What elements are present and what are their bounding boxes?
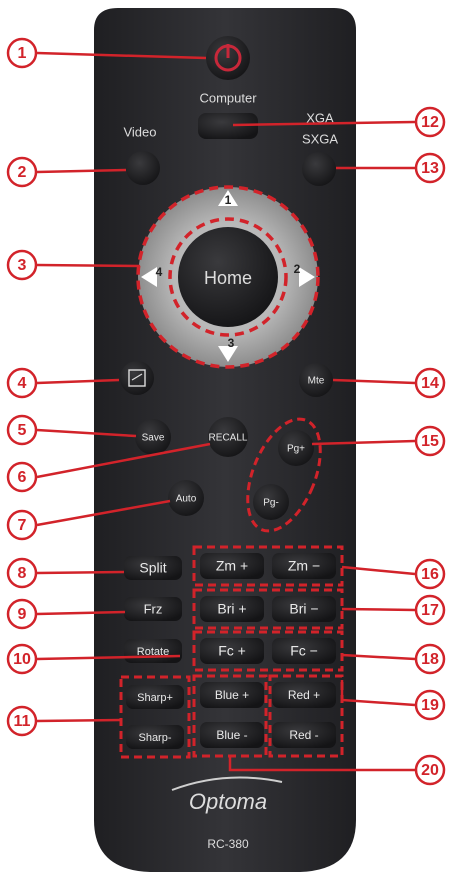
callout-1: 1 <box>8 39 36 67</box>
svg-text:3: 3 <box>18 257 27 274</box>
dpad-down-number: 3 <box>228 336 235 350</box>
svg-text:12: 12 <box>421 114 439 131</box>
svg-text:14: 14 <box>421 375 439 392</box>
sharp-minus-label: Sharp- <box>138 732 171 744</box>
callout-3: 3 <box>8 251 36 279</box>
sharp-plus-label: Sharp+ <box>137 692 173 704</box>
callout-15: 15 <box>416 427 444 455</box>
callout-10: 10 <box>8 645 36 673</box>
svg-text:13: 13 <box>421 160 439 177</box>
callout-19: 19 <box>416 691 444 719</box>
callout-18: 18 <box>416 645 444 673</box>
callout-2: 2 <box>8 158 36 186</box>
recall-label: RECALL <box>209 433 248 444</box>
callout-16: 16 <box>416 560 444 588</box>
svg-text:2: 2 <box>18 164 27 181</box>
callout-9: 9 <box>8 600 36 628</box>
svg-text:15: 15 <box>421 433 439 450</box>
callout-20: 20 <box>416 756 444 784</box>
svg-text:1: 1 <box>18 45 27 62</box>
save-label: Save <box>142 433 165 444</box>
red-minus-label: Red - <box>289 728 318 742</box>
svg-text:10: 10 <box>13 651 31 668</box>
split-label: Split <box>139 560 166 576</box>
freeze-label: Frz <box>144 601 163 616</box>
page-up-label: Pg+ <box>287 444 305 455</box>
svg-text:11: 11 <box>14 713 31 730</box>
svg-text:18: 18 <box>421 651 439 668</box>
brightness-minus-label: Bri − <box>289 601 318 617</box>
auto-label: Auto <box>176 494 197 505</box>
svg-text:4: 4 <box>18 375 27 392</box>
focus-minus-label: Fc − <box>290 643 318 659</box>
red-plus-label: Red + <box>288 688 320 702</box>
brand-logo: Optoma <box>189 789 267 814</box>
callout-12: 12 <box>416 108 444 136</box>
svg-text:17: 17 <box>421 602 439 619</box>
callout-7: 7 <box>8 511 36 539</box>
computer-button[interactable] <box>198 113 258 139</box>
mute-label: Mte <box>308 376 325 387</box>
page-down-label: Pg- <box>263 498 279 509</box>
video-label: Video <box>123 124 156 139</box>
zoom-plus-label: Zm + <box>216 558 248 574</box>
home-label: Home <box>204 268 252 288</box>
image-button[interactable] <box>120 361 154 395</box>
dpad-up-number: 1 <box>225 193 232 207</box>
zoom-minus-label: Zm − <box>288 558 320 574</box>
callout-11: 11 <box>8 707 36 735</box>
xga-sxga-button[interactable] <box>302 152 336 186</box>
svg-text:6: 6 <box>18 469 27 486</box>
blue-minus-label: Blue - <box>216 728 247 742</box>
svg-text:16: 16 <box>421 566 439 583</box>
callout-17: 17 <box>416 596 444 624</box>
dpad-left-number: 4 <box>156 265 163 279</box>
video-button[interactable] <box>126 151 160 185</box>
callout-8: 8 <box>8 559 36 587</box>
svg-text:7: 7 <box>18 517 27 534</box>
blue-plus-label: Blue + <box>215 688 249 702</box>
callout-13: 13 <box>416 154 444 182</box>
svg-text:8: 8 <box>18 565 27 582</box>
sxga-label: SXGA <box>302 131 338 146</box>
callout-14: 14 <box>416 369 444 397</box>
model-number: RC-380 <box>207 837 249 851</box>
power-button[interactable] <box>206 36 250 80</box>
svg-text:20: 20 <box>421 762 439 779</box>
svg-text:19: 19 <box>421 697 439 714</box>
callout-5: 5 <box>8 416 36 444</box>
brightness-plus-label: Bri + <box>217 601 246 617</box>
dpad-right-number: 2 <box>294 262 301 276</box>
callout-4: 4 <box>8 369 36 397</box>
svg-text:5: 5 <box>18 422 27 439</box>
focus-plus-label: Fc + <box>218 643 246 659</box>
callout-6: 6 <box>8 463 36 491</box>
svg-text:9: 9 <box>18 606 27 623</box>
computer-label: Computer <box>199 90 257 105</box>
